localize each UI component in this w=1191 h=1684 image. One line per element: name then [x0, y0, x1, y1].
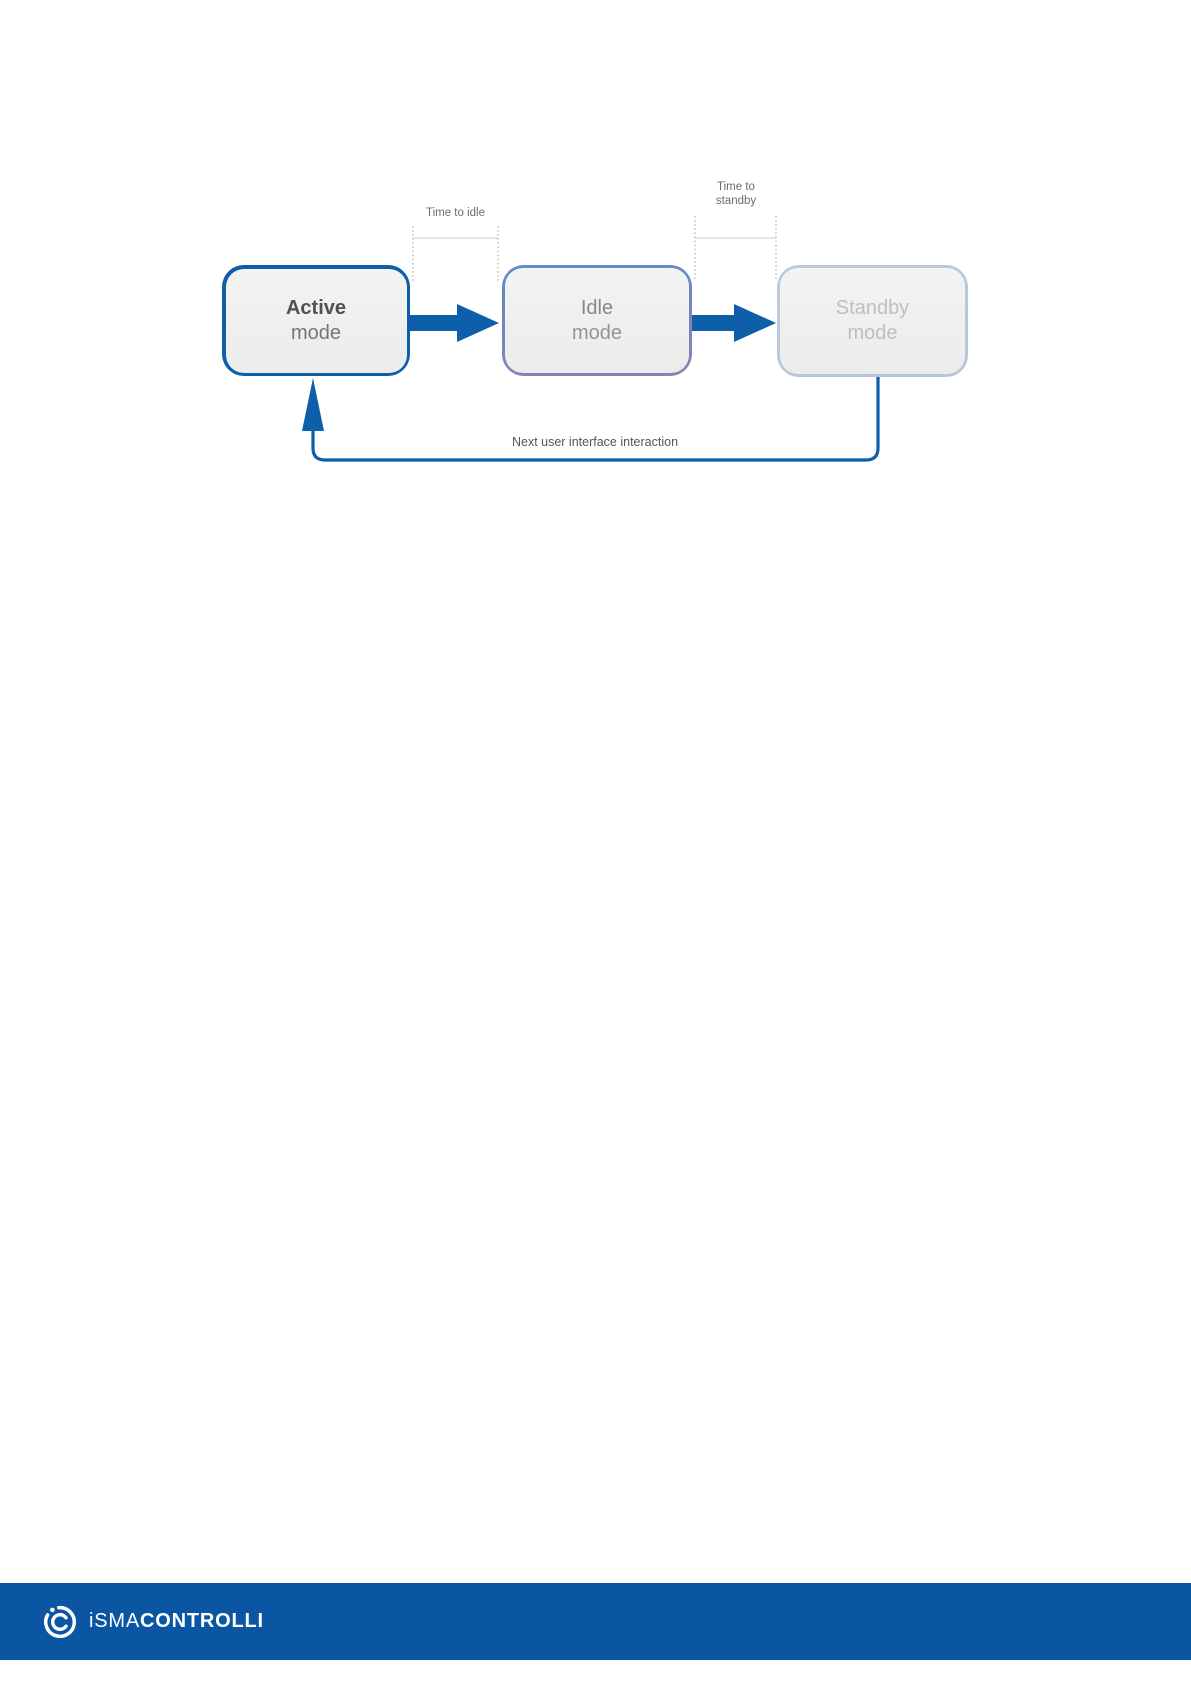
time-to-standby-label: Time to standby [695, 180, 777, 208]
return-loop-arrowhead [302, 378, 324, 431]
state-box-active-body: Active mode [225, 268, 407, 373]
footer-bar: iSMACONTROLLI [0, 1583, 1191, 1660]
time-to-standby-label-line1: Time to [717, 181, 755, 193]
state-box-idle: Idle mode [502, 265, 692, 376]
return-loop-label: Next user interface interaction [511, 435, 679, 449]
state-box-idle-body: Idle mode [505, 268, 689, 373]
state-box-active-subtitle: mode [290, 321, 342, 344]
state-box-standby-body: Standby mode [780, 268, 965, 374]
state-box-active: Active mode [222, 265, 410, 376]
brand-logo: iSMACONTROLLI [40, 1602, 264, 1642]
return-loop-line [311, 375, 880, 462]
power-mode-state-diagram: Time to idle Time to standby Active mode… [0, 0, 1191, 520]
time-to-idle-label: Time to idle [425, 207, 485, 219]
state-box-standby-title: Standby [835, 297, 910, 319]
state-box-active-title: Active [285, 296, 347, 319]
diagram-connectors-layer [302, 216, 880, 462]
arrow-idle-to-standby [692, 304, 776, 342]
brand-name-bold: CONTROLLI [139, 1610, 264, 1632]
state-box-idle-title: Idle [580, 296, 614, 319]
brand-name: iSMACONTROLLI [89, 1610, 264, 1633]
isma-controlli-logo-icon [44, 1605, 77, 1638]
brand-name-light: iSMA [89, 1610, 140, 1632]
state-box-standby: Standby mode [777, 265, 968, 377]
arrow-active-to-idle [410, 304, 499, 342]
state-box-standby-subtitle: mode [847, 322, 898, 344]
time-to-standby-label-line2: standby [715, 195, 757, 207]
state-box-idle-subtitle: mode [571, 321, 623, 344]
